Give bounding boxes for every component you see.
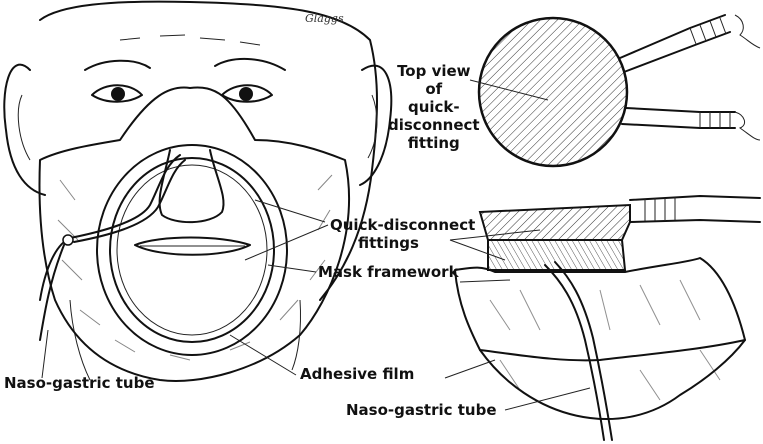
face-drawing [4,2,391,380]
side-view [455,196,760,440]
label-top-view-line2: of [388,80,480,98]
label-top-view-line5: fitting [388,134,480,152]
label-adhesive-film: Adhesive film [300,366,414,383]
label-naso-gastric-left: Naso-gastric tube [4,375,155,392]
label-top-view-line1: Top view [388,62,480,80]
top-view-fitting [479,15,760,166]
label-quick-disconnect-line1: Quick-disconnect [330,216,475,234]
artist-signature: Glaggs [305,12,344,25]
label-top-view-line3: quick- [388,98,480,116]
label-naso-gastric-right: Naso-gastric tube [346,402,497,419]
naso-gastric-tube-face [40,155,180,300]
label-top-view: Top view of quick- disconnect fitting [388,62,480,152]
mask-framework-outer [97,145,287,355]
label-quick-disconnect: Quick-disconnect fittings [330,216,475,252]
label-top-view-line4: disconnect [388,116,480,134]
label-quick-disconnect-line2: fittings [330,234,475,252]
label-mask-framework: Mask framework [318,264,459,281]
